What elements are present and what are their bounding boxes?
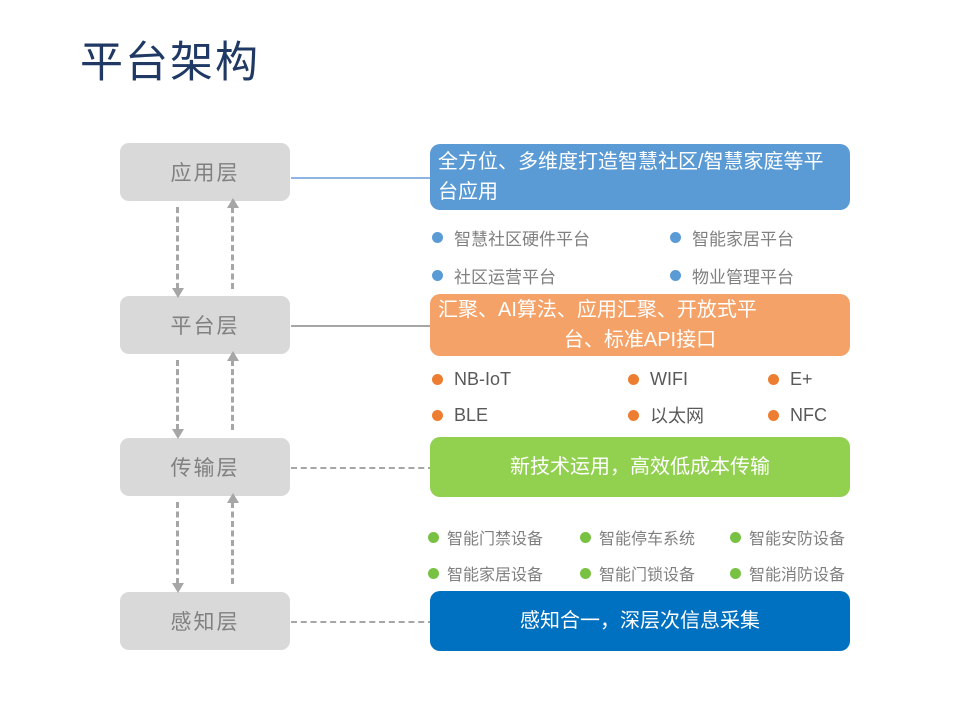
bullet-dot-icon — [730, 567, 741, 579]
bullet-dot-icon — [428, 531, 439, 543]
banner-platform: 汇聚、AI算法、应用汇聚、开放式平 台、标准API接口 — [430, 294, 850, 356]
layer-chip-label: 感知层 — [170, 611, 240, 634]
bullet-dot-icon — [432, 409, 443, 421]
list-item: 智能安防设备 — [730, 525, 878, 549]
list-item-label: 智能消防设备 — [749, 567, 846, 584]
list-item: 以太网 — [628, 402, 768, 428]
arrow-head-down — [171, 429, 184, 439]
up-arrow-icon-platform-to-application — [226, 198, 239, 289]
up-arrow-icon-transmission-to-platform — [226, 351, 239, 430]
bullet-dot-icon — [670, 231, 681, 243]
layer-chip-application[interactable]: 应用层 — [120, 143, 290, 201]
down-arrow-icon-transmission-to-sensing — [171, 502, 184, 593]
banner-text-line2: 台、标准API接口 — [563, 329, 717, 351]
arrow-shaft — [231, 360, 234, 430]
list-item-label: BLE — [454, 404, 489, 425]
down-arrow-icon-platform-to-transmission — [171, 360, 184, 439]
arrow-shaft — [176, 360, 179, 430]
bullet-list-application: 智慧社区硬件平台 智能家居平台 社区运营平台 物业管理平台 — [432, 218, 852, 294]
list-item-label: 物业管理平台 — [692, 267, 794, 287]
list-item-label: WIFI — [650, 368, 688, 389]
arrow-head-up — [226, 351, 239, 361]
bullet-dot-icon — [670, 269, 681, 281]
list-item-label: NFC — [790, 404, 827, 425]
bullet-dot-icon — [432, 231, 443, 243]
list-item-label: 智能门禁设备 — [447, 531, 544, 548]
list-item-label: NB-IoT — [454, 368, 512, 389]
layer-chip-transmission[interactable]: 传输层 — [120, 438, 290, 496]
banner-transmission: 新技术运用，高效低成本传输 — [430, 437, 850, 497]
bullet-dot-icon — [768, 373, 779, 385]
bullet-dot-icon — [768, 409, 779, 421]
list-item-label: 智能安防设备 — [749, 531, 846, 548]
list-item: WIFI — [628, 369, 768, 390]
layer-chip-sensing[interactable]: 感知层 — [120, 592, 290, 650]
list-item: NB-IoT — [432, 369, 628, 390]
list-item: 物业管理平台 — [670, 263, 852, 288]
list-item-label: 智能停车系统 — [599, 531, 696, 548]
bullet-dot-icon — [628, 409, 639, 421]
list-item: 智能门锁设备 — [580, 561, 730, 585]
connector-line-platform — [291, 325, 434, 327]
bullet-dot-icon — [432, 373, 443, 385]
list-item: 社区运营平台 — [432, 263, 670, 288]
list-item: E+ — [768, 369, 852, 390]
banner-text-line1: 汇聚、AI算法、应用汇聚、开放式平 — [438, 299, 757, 321]
list-item: BLE — [432, 405, 628, 426]
list-item-label: 智能家居平台 — [692, 229, 794, 249]
layer-chip-label: 传输层 — [170, 457, 240, 480]
list-item-label: 社区运营平台 — [454, 267, 556, 287]
arrow-head-up — [226, 198, 239, 208]
bullet-list-transmission: 智能门禁设备 智能停车系统 智能安防设备 智能家居设备 智能门锁设备 智能消防设… — [428, 519, 878, 591]
banner-text: 感知合一，深层次信息采集 — [520, 610, 760, 632]
up-arrow-icon-sensing-to-transmission — [226, 493, 239, 584]
list-item: 智能停车系统 — [580, 525, 730, 549]
arrow-shaft — [231, 502, 234, 584]
layer-chip-label: 平台层 — [170, 315, 240, 338]
arrow-head-up — [226, 493, 239, 503]
list-item: 智慧社区硬件平台 — [432, 225, 670, 250]
down-arrow-icon-application-to-platform — [171, 207, 184, 298]
banner-sensing: 感知合一，深层次信息采集 — [430, 591, 850, 651]
bullet-dot-icon — [428, 567, 439, 579]
bullet-list-platform: NB-IoT WIFI E+ BLE 以太网 NFC — [432, 361, 852, 433]
bullet-dot-icon — [580, 567, 591, 579]
bullet-dot-icon — [730, 531, 741, 543]
bullet-dot-icon — [580, 531, 591, 543]
list-item: NFC — [768, 405, 852, 426]
arrow-shaft — [176, 207, 179, 289]
banner-text: 新技术运用，高效低成本传输 — [510, 456, 770, 478]
connector-line-application — [291, 177, 434, 179]
list-item-label: 智能家居设备 — [447, 567, 544, 584]
connector-line-transmission — [291, 467, 434, 469]
arrow-shaft — [231, 207, 234, 289]
list-item-label: 智慧社区硬件平台 — [454, 229, 590, 249]
banner-text: 全方位、多维度打造智慧社区/智慧家庭等平台应用 — [438, 151, 824, 203]
arrow-shaft — [176, 502, 179, 584]
page-title: 平台架构 — [80, 40, 260, 87]
bullet-dot-icon — [432, 269, 443, 281]
layer-chip-platform[interactable]: 平台层 — [120, 296, 290, 354]
layer-chip-label: 应用层 — [170, 162, 240, 185]
arrow-head-down — [171, 583, 184, 593]
list-item: 智能家居平台 — [670, 225, 852, 250]
list-item-label: E+ — [790, 368, 813, 389]
arrow-head-down — [171, 288, 184, 298]
connector-line-sensing — [291, 621, 434, 623]
list-item: 智能家居设备 — [428, 561, 580, 585]
bullet-dot-icon — [628, 373, 639, 385]
list-item: 智能门禁设备 — [428, 525, 580, 549]
list-item-label: 以太网 — [650, 406, 704, 426]
banner-application: 全方位、多维度打造智慧社区/智慧家庭等平台应用 — [430, 144, 850, 210]
list-item-label: 智能门锁设备 — [599, 567, 696, 584]
list-item: 智能消防设备 — [730, 561, 878, 585]
